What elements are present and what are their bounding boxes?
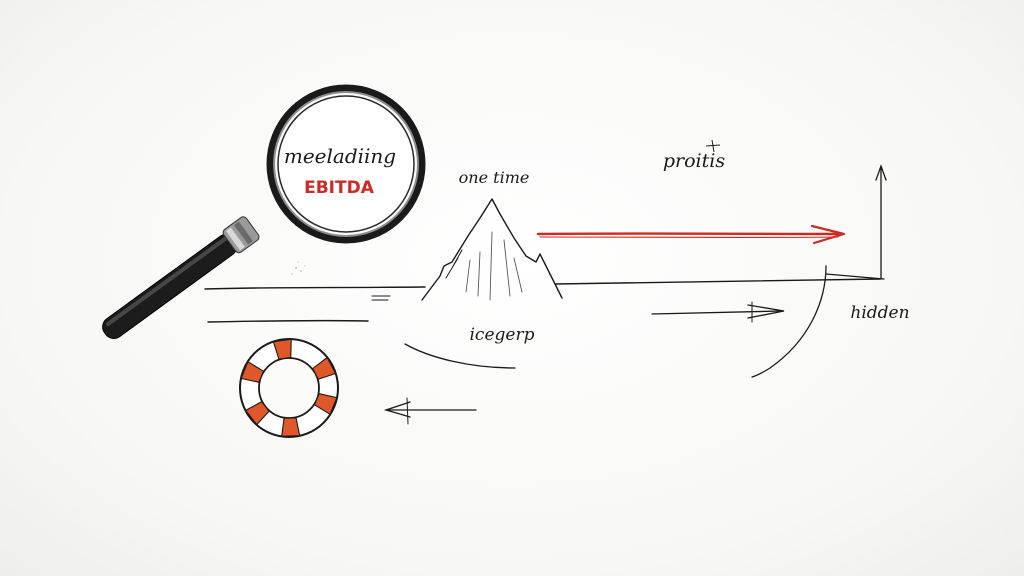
water-line bbox=[204, 278, 881, 323]
peak-label: one time bbox=[459, 168, 530, 187]
magnifying-glass-icon bbox=[102, 84, 426, 339]
life-ring-icon bbox=[239, 338, 339, 438]
arrow-up-icon bbox=[825, 164, 887, 280]
iceberg-icon bbox=[404, 198, 563, 369]
lens-label-line2: EBITDA bbox=[304, 178, 375, 198]
curve-line bbox=[751, 265, 827, 378]
lens-label-line1: meeladiing bbox=[284, 144, 396, 168]
arrow-right-small-icon bbox=[651, 301, 785, 323]
iceberg-label: icegerp bbox=[470, 325, 535, 345]
top-right-label: proitis bbox=[663, 150, 725, 172]
right-axis-label: hidden bbox=[850, 303, 909, 323]
arrow-right-icon bbox=[536, 224, 846, 245]
smudge-marks bbox=[291, 261, 306, 275]
top-right-label-tick bbox=[705, 139, 721, 153]
arrow-left-icon bbox=[383, 397, 477, 425]
